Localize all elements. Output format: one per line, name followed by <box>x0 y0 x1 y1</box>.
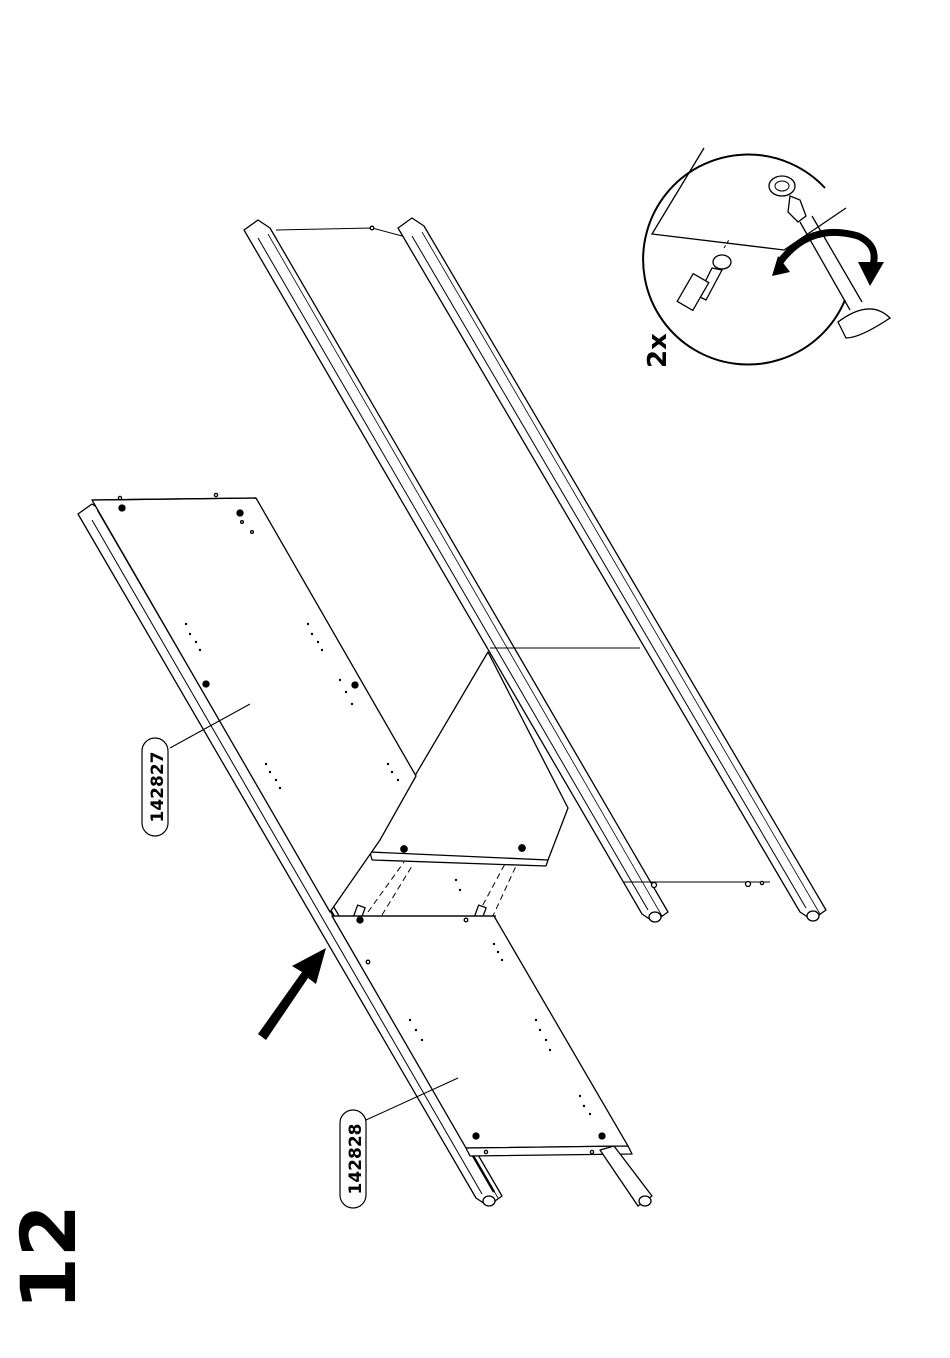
push-direction-arrow-icon <box>258 948 326 1040</box>
quantity-text: 2x <box>643 333 673 368</box>
panel-142828 <box>332 879 652 1206</box>
detail-inset <box>643 148 890 365</box>
detail-circle <box>643 155 845 365</box>
rotation-arrow-icon <box>772 232 884 286</box>
panel-142827 <box>92 493 416 912</box>
part-id-142827: 142827 <box>148 752 168 823</box>
rail-outer-end <box>807 911 819 921</box>
part-id-142828: 142828 <box>346 1124 366 1195</box>
step-number-text: 12 <box>4 1204 93 1310</box>
rail-inner-end <box>649 912 661 922</box>
cam-lock-icon <box>769 176 795 196</box>
step-number: 12 <box>4 1204 93 1310</box>
cam-bolt-icon <box>677 238 731 310</box>
detail-quantity: 2x <box>643 333 673 368</box>
